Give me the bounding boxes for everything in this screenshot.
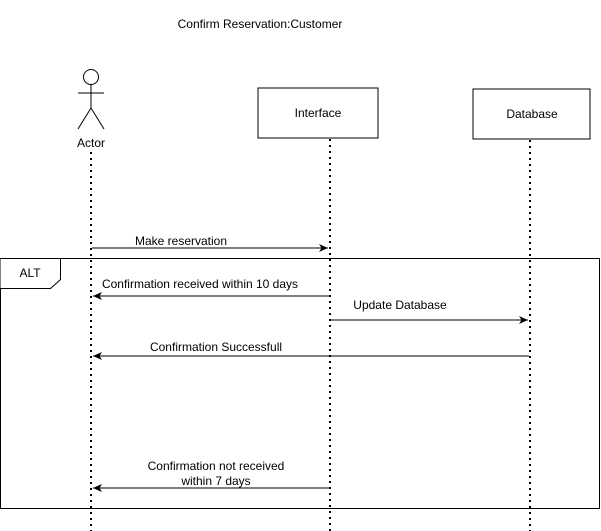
message-label: Confirmation Successfull <box>150 340 282 354</box>
alt-operator-tab <box>0 258 61 289</box>
diagram-title: Confirm Reservation:Customer <box>178 17 343 31</box>
participant-database-label: Database <box>506 107 558 121</box>
alt-operator-label: ALT <box>19 266 41 280</box>
message-label-line1: Confirmation not received <box>148 459 285 473</box>
message-label-line2: within 7 days <box>180 474 250 488</box>
participant-database: Database <box>472 88 591 140</box>
participant-interface: Interface <box>257 87 379 139</box>
message-make-reservation: Make reservation <box>92 234 328 252</box>
message-update-database: Update Database <box>331 298 528 324</box>
alt-fragment: ALT <box>0 258 600 509</box>
participant-interface-label: Interface <box>295 106 342 120</box>
message-confirmation-successful: Confirmation Successfull <box>93 340 529 360</box>
message-label: Make reservation <box>135 234 227 248</box>
actor-label: Actor <box>77 136 105 150</box>
message-confirmation-received: Confirmation received within 10 days <box>93 277 329 300</box>
message-label: Update Database <box>353 298 447 312</box>
message-label: Confirmation received within 10 days <box>102 277 298 291</box>
actor-icon <box>77 69 105 130</box>
message-confirmation-not-received: Confirmation not received within 7 days <box>93 459 329 492</box>
